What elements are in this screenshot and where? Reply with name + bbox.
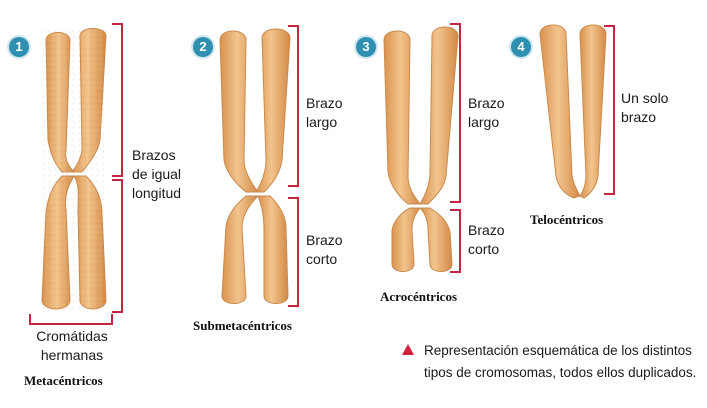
label-line: Brazo bbox=[468, 222, 505, 238]
brackets bbox=[29, 23, 615, 325]
number-badge-3: 3 bbox=[356, 37, 376, 57]
arm-label-equal-length: Brazos de igual longitud bbox=[132, 146, 181, 203]
chromatid-right-upper bbox=[419, 26, 459, 205]
chromatid-left-upper bbox=[45, 32, 76, 173]
type-title-acrocentric: Acrocéntricos bbox=[380, 289, 458, 304]
caption-line: Representación esquemática de los distin… bbox=[424, 343, 692, 358]
sister-chromatids-label: Cromátidas hermanas bbox=[34, 327, 110, 365]
number-badge-4: 4 bbox=[511, 37, 531, 57]
number-badge-1: 1 bbox=[9, 37, 29, 57]
type-title-submetacentric: Submetacéntricos bbox=[193, 318, 292, 333]
chromatid-right-lower bbox=[73, 175, 107, 310]
label-line: Brazos bbox=[132, 147, 176, 163]
type-title-metacentric: Metacéntricos bbox=[24, 373, 103, 388]
bracket-meta-upper bbox=[112, 23, 123, 177]
chromatid-right-lower bbox=[257, 195, 289, 304]
chromatid-left-lower bbox=[391, 207, 421, 272]
number-badge-2: 2 bbox=[193, 37, 213, 57]
bracket-sub-short bbox=[288, 197, 299, 307]
chromatid-right-upper bbox=[71, 28, 107, 173]
metacentric-chromosome bbox=[41, 28, 108, 312]
figure-caption: Representación esquemática de los distin… bbox=[424, 340, 696, 384]
label-line: brazo bbox=[621, 109, 657, 125]
bracket-acro-long bbox=[450, 23, 461, 203]
long-arm-label-acro: Brazo largo bbox=[468, 94, 505, 132]
chromatid-left-upper bbox=[219, 30, 259, 193]
bracket-sub-long bbox=[288, 25, 299, 187]
caption-line: tipos de cromosomas, todos ellos duplica… bbox=[424, 365, 697, 380]
label-line: Brazo bbox=[306, 232, 343, 248]
label-line: hermanas bbox=[40, 347, 104, 363]
label-line: largo bbox=[468, 114, 500, 130]
caption-marker-icon bbox=[402, 344, 414, 355]
single-arm-label-telo: Un solo brazo bbox=[621, 89, 668, 127]
label-line: Brazo bbox=[306, 95, 343, 111]
telocentric-chromosome bbox=[539, 24, 607, 199]
chromatid-left bbox=[539, 24, 581, 199]
chromatid-left-lower bbox=[41, 175, 75, 310]
label-line: corto bbox=[306, 251, 338, 267]
bracket-meta-lower bbox=[112, 179, 123, 313]
long-arm-label-sub: Brazo largo bbox=[306, 94, 343, 132]
chromatid-right-upper bbox=[255, 28, 291, 193]
label-line: Un solo bbox=[621, 90, 669, 106]
short-arm-label-acro: Brazo corto bbox=[468, 221, 505, 259]
label-line: longitud bbox=[132, 185, 182, 201]
label-line: largo bbox=[306, 114, 338, 130]
chromatid-right bbox=[579, 24, 607, 199]
label-line: Cromátidas bbox=[36, 328, 108, 344]
label-line: de igual bbox=[132, 166, 182, 182]
label-line: Brazo bbox=[468, 95, 505, 111]
submetacentric-chromosome bbox=[219, 28, 291, 304]
bracket-telo bbox=[604, 25, 615, 195]
chromatid-right-lower bbox=[418, 207, 453, 272]
bracket-acro-short bbox=[450, 209, 461, 273]
short-arm-label-sub: Brazo corto bbox=[306, 231, 343, 269]
label-line: corto bbox=[468, 241, 500, 257]
type-title-telocentric: Telocéntricos bbox=[530, 212, 604, 227]
acrocentric-chromosome bbox=[383, 26, 459, 272]
chromatid-left-upper bbox=[383, 30, 421, 205]
chromatid-left-lower bbox=[221, 195, 260, 304]
bracket-meta-bottom bbox=[29, 314, 113, 325]
